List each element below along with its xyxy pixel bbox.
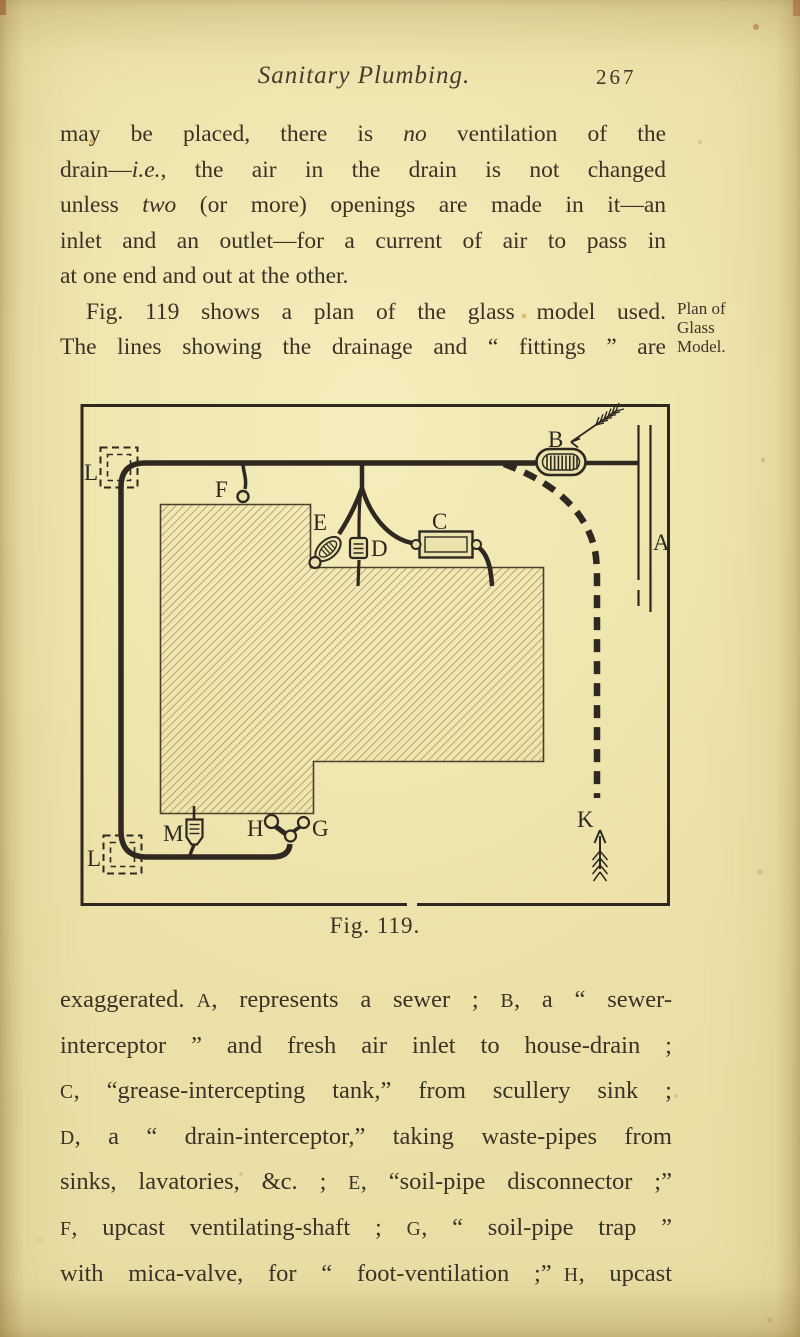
text-line: with mica-valve, for “ foot-ventilation …: [60, 1259, 672, 1287]
device-m: [185, 806, 204, 846]
label-a: A: [653, 530, 670, 555]
body-paragraph-bottom: exaggerated. A, represents a sewer ; B, …: [60, 977, 672, 1296]
body-paragraph-top: may be placed, there is no ventilation o…: [60, 117, 666, 366]
soil-pipe-trap-gh: [263, 813, 311, 843]
sewer-lines: [637, 425, 652, 612]
text-line: inlet and an outlet—for a current of air…: [60, 227, 666, 254]
margin-note: Plan of Glass Model.: [677, 299, 767, 356]
margin-note-line: Glass: [677, 318, 715, 337]
vent-shaft-f: [236, 489, 250, 504]
label-k: K: [577, 807, 594, 832]
figure-frame: [80, 404, 670, 906]
text-line: D, a “ drain-interceptor,” taking waste-…: [60, 1122, 672, 1150]
text-line: drain—i.e., the air in the drain is not …: [60, 156, 666, 183]
sewer-interceptor-b: [535, 447, 587, 477]
label-f: F: [215, 477, 228, 502]
figure-caption: Fig. 119.: [329, 913, 421, 938]
text-line: at one end and out at the other.: [60, 263, 349, 289]
text-line: interceptor ” and fresh air inlet to hou…: [60, 1031, 672, 1059]
manhole-l-bottom: [102, 834, 143, 875]
text-line: The lines showing the drainage and “ fit…: [60, 334, 666, 360]
margin-note-line: Plan of: [677, 299, 726, 318]
fresh-air-arrow-icon: [570, 402, 625, 449]
label-h: H: [247, 816, 264, 841]
margin-note-line: Model.: [677, 337, 726, 356]
label-g: G: [312, 816, 329, 841]
label-d: D: [371, 536, 388, 561]
manhole-l-top: [99, 446, 139, 489]
text-line: F, upcast ventilating-shaft ; G, “ soil-…: [60, 1213, 672, 1241]
page-number: 267: [596, 65, 637, 89]
text-line: exaggerated. A, represents a sewer ; B, …: [60, 986, 672, 1013]
soil-pipe-disconnector-e: [308, 535, 342, 570]
running-header: Sanitary Plumbing.: [257, 62, 471, 89]
text-line: sinks, lavatories, &c. ; E, “soil-pipe d…: [60, 1168, 672, 1196]
drain-interceptor-d: [348, 536, 369, 560]
label-c: C: [432, 509, 447, 534]
drain-pipes: [118, 460, 638, 860]
label-b: B: [548, 427, 563, 452]
text-line: may be placed, there is no ventilation o…: [60, 121, 666, 147]
old-drain-dashed: [502, 460, 601, 798]
label-m: M: [163, 821, 183, 846]
flow-arrow-icon: [591, 829, 609, 882]
text-line: unless two (or more) openings are made i…: [60, 192, 666, 218]
house-plan-hatch: [159, 503, 545, 815]
text-line: Fig. 119 shows a plan of the glass model…: [86, 298, 666, 325]
grease-tank-c: [410, 530, 482, 559]
label-e: E: [313, 510, 327, 535]
figure-labels: A B C D E F G H K L L M: [84, 427, 670, 871]
label-l-bottom: L: [87, 846, 101, 871]
label-l-top: L: [84, 460, 98, 485]
text-line: C, “grease-intercepting tank,” from scul…: [60, 1077, 672, 1105]
